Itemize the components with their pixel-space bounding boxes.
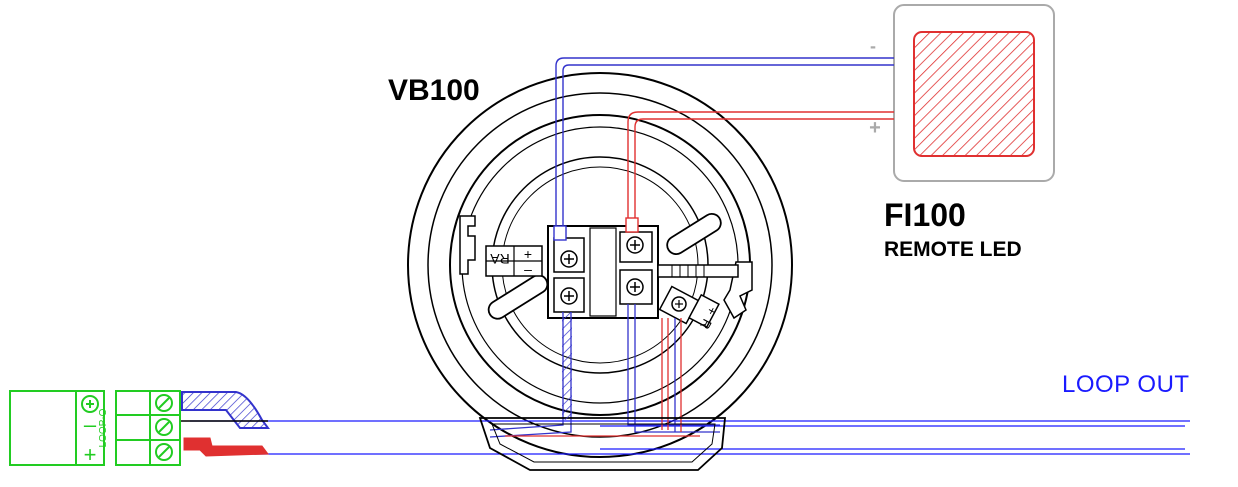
hatched-cable: [562, 312, 572, 420]
loop-out-label: LOOP OUT: [1062, 371, 1190, 398]
cable-entry: [478, 417, 726, 471]
ra-plus: +: [524, 246, 532, 262]
module-loop-text: LOOP-O: [98, 408, 109, 447]
detector-base-label: VB100: [388, 74, 480, 107]
led-plus-sign: +: [869, 117, 881, 139]
remote-led-description: REMOTE LED: [884, 238, 1022, 261]
module-plus: +: [84, 442, 97, 467]
ra-text: RA: [490, 251, 510, 267]
screw-terminal-block: [115, 390, 181, 466]
led-negative-wire: [553, 57, 894, 241]
remote-led-model-label: FI100: [884, 197, 966, 233]
ra-minus: –: [524, 261, 532, 277]
terminal-block: [547, 225, 739, 329]
loop-terminal-module: – + LOOP-O: [9, 390, 109, 467]
led-minus-sign: -: [870, 36, 876, 56]
loop-wires: [190, 304, 1190, 455]
detector-base: [407, 72, 793, 458]
incoming-cable: [170, 391, 270, 457]
ra-terminal-label: + – RA: [485, 245, 543, 277]
module-minus: –: [84, 412, 97, 437]
led-positive-wire: [625, 111, 894, 233]
remote-led: - +: [869, 4, 1055, 182]
